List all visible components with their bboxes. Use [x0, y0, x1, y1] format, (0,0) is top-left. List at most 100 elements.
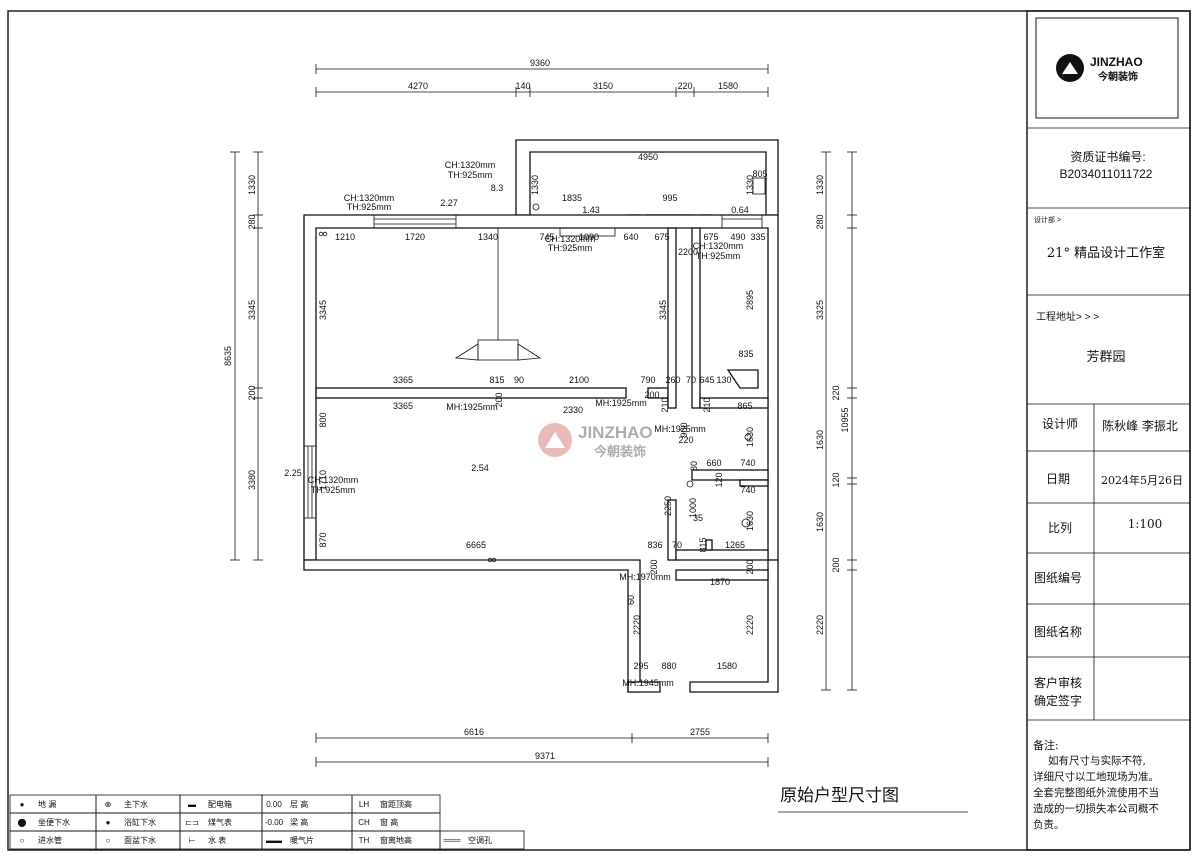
dim-inner-3: 1340 — [478, 232, 498, 242]
dim-balcony-win: 0.64 — [731, 205, 749, 215]
dim-bath-80: 80 — [689, 461, 699, 471]
legend-label: 层 高 — [290, 799, 308, 809]
drawing-title: 原始户型尺寸图 — [780, 786, 899, 806]
dim-right-7: 1630 — [815, 512, 825, 532]
dim-mid-130: 130 — [716, 375, 731, 385]
dim-bottom-total: 9371 — [535, 751, 555, 761]
watermark-text-cn: 今朝装饰 — [593, 444, 646, 459]
notes-text: 如有尺寸与实际不符,详细尺寸以工地现场为准。全套完整图纸外流使用不当造成的一切损… — [1033, 754, 1159, 831]
dim-inner-6: 640 — [623, 232, 638, 242]
dim-mid-2330: 2330 — [563, 405, 583, 415]
dim-bath-1630b: 1630 — [745, 511, 755, 531]
dim-br-200a: 200 — [649, 559, 659, 574]
watermark-logo-icon — [538, 423, 572, 457]
logo-text-cn: 今朝装饰 — [1097, 70, 1138, 83]
watermark-text-en: JINZHAO — [578, 423, 653, 442]
legend-symbol-icon: ○ — [106, 836, 111, 845]
dim-lv-win-ch: CH:1320mm — [308, 475, 359, 485]
watermark: JINZHAO 今朝装饰 — [538, 423, 653, 459]
dim-bath-740a: 740 — [740, 458, 755, 468]
dim-right-3: 3325 — [815, 300, 825, 320]
legend-label: 进水管 — [38, 835, 62, 845]
legend-label: 暖气片 — [290, 835, 314, 845]
dim-mid-3365a: 3365 — [393, 375, 413, 385]
dim-inner-8: 675 — [703, 232, 718, 242]
logo-box — [1035, 17, 1179, 119]
cert-number: B2034011011722 — [1060, 167, 1153, 181]
dim-bottom-2: 2755 — [690, 727, 710, 737]
dim-mid-210a: 210 — [660, 397, 670, 412]
project-address: 芳群园 — [1086, 350, 1125, 365]
dim-inner-10: 335 — [750, 232, 765, 242]
dim-kit-835: 835 — [738, 349, 753, 359]
cert-label: 资质证书编号: — [1070, 149, 1145, 164]
dim-left-total: 8635 — [223, 346, 233, 366]
dim-lv-870: 870 — [318, 532, 328, 547]
dim-lv-70: 70 — [672, 540, 682, 550]
legend-symbol-icon: ═══ — [442, 836, 460, 845]
legend-symbol-icon: LH — [359, 800, 369, 809]
legend-symbol-icon: 0.00 — [266, 800, 282, 809]
dim-bath-35: 35 — [693, 513, 703, 523]
dim-door-4: MH:1970mm — [619, 572, 671, 582]
dim-balcony-seg-2: 995 — [662, 193, 677, 203]
date-label: 日期 — [1046, 472, 1070, 486]
dim-door-3: MH:1925mm — [654, 424, 706, 434]
client-review-label: 客户审核 — [1034, 675, 1082, 690]
dim-mid-865: 865 — [737, 401, 752, 411]
dim-v-2200: 2200 — [678, 247, 698, 257]
dim-right-8: 200 — [831, 557, 841, 572]
dim-bath-1000: 1000 — [688, 498, 698, 518]
scale-value: 1:100 — [1128, 517, 1163, 531]
dim-right-1: 1330 — [815, 175, 825, 195]
dim-bath-660: 660 — [706, 458, 721, 468]
dim-mid-790: 790 — [640, 375, 655, 385]
dim-mid-90: 90 — [514, 375, 524, 385]
dim-mid-2100: 2100 — [569, 375, 589, 385]
dim-door-1: MH:1925mm — [446, 402, 498, 412]
dim-lv-win-val: 2.25 — [284, 468, 302, 478]
floor-plan: JINZHAO 今朝装饰 — [230, 64, 857, 767]
dim-br-2220b: 2220 — [745, 615, 755, 635]
studio-name: 21° 精品设计工作室 — [1047, 245, 1165, 261]
client-sign-label: 确定签字 — [1034, 693, 1082, 708]
legend-label: 窗 高 — [380, 817, 398, 827]
dim-br-200b: 200 — [745, 559, 755, 574]
dim-balcony-h2: 1330 — [745, 175, 755, 195]
dim-lv-1265: 1265 — [725, 540, 745, 550]
dim-door-5: MH:1945mm — [622, 678, 674, 688]
dim-br-1580: 1580 — [717, 661, 737, 671]
designer-names: 陈秋峰 李振北 — [1102, 418, 1178, 433]
dim-inner-2: 1720 — [405, 232, 425, 242]
legend-symbol-icon: ○ — [20, 836, 25, 845]
dim-lr-win-ch: CH:1320mm — [344, 193, 395, 203]
designer-dept-label: 设计部 > — [1034, 215, 1061, 224]
logo-text-en: JINZHAO — [1090, 55, 1143, 69]
notes-line: 全套完整图纸外流使用不当 — [1033, 786, 1159, 799]
legend-symbol-icon: ⊢ — [189, 836, 196, 845]
dim-lr-win-th: TH:925mm — [347, 202, 392, 212]
dim-top-3: 3150 — [593, 81, 613, 91]
dim-bath-815: 815 — [698, 537, 708, 552]
legend-symbol-icon: ● — [20, 800, 25, 809]
dim-right-4: 220 — [831, 385, 841, 400]
dim-top-total: 9360 — [530, 58, 550, 68]
dim-lv-800: 800 — [318, 412, 328, 427]
dim-room1-h: 3345 — [318, 300, 328, 320]
dim-br-2220a: 2220 — [632, 615, 642, 635]
dim-right-2: 280 — [815, 214, 825, 229]
legend-label: 坐便下水 — [38, 817, 70, 827]
legend-symbol-icon: -0.00 — [265, 818, 284, 827]
legend-label: 水 表 — [208, 835, 226, 845]
dim-bath-1630a: 1630 — [745, 427, 755, 447]
dim-left-5: 3380 — [247, 470, 257, 490]
dim-inner-5: 1090 — [579, 232, 599, 242]
dim-top-4: 220 — [677, 81, 692, 91]
dim-top-win-ch: CH:1320mm — [445, 160, 496, 170]
dim-left-1: 1330 — [247, 175, 257, 195]
dim-lv-1710: 1710 — [318, 470, 328, 490]
dim-mid-815: 815 — [489, 375, 504, 385]
dim-top-1: 4270 — [408, 81, 428, 91]
